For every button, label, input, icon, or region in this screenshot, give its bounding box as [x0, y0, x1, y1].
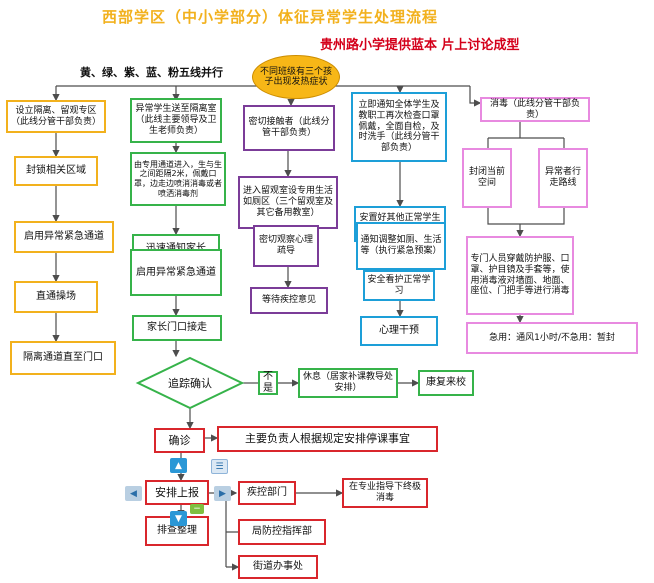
green-step-4: 启用异常紧急通道: [130, 249, 222, 296]
confirm-node: 确诊: [154, 428, 205, 453]
street-office-node: 街道办事处: [238, 555, 318, 579]
yellow-step-4: 直通操场: [14, 281, 98, 313]
pink-step-1: 消毒（此线分管干部负责）: [480, 97, 590, 122]
page-title: 西部学区（中小学部分）体征异常学生处理流程: [101, 8, 438, 26]
purple-step-3: 密切观察心理疏导: [253, 225, 319, 267]
blue-step-3: 通知调整如厕、生活等（执行紧急预案）: [356, 222, 446, 270]
cdc-next-node: 在专业指导下终极消毒: [342, 478, 428, 508]
green-step-1: 异常学生送至隔离室（此线主要领导及卫生老师负责）: [130, 98, 222, 143]
pink-merge: [487, 208, 565, 236]
yellow-step-3: 启用异常紧急通道: [14, 221, 114, 253]
arrange-report-node: 安排上报: [145, 480, 209, 505]
pink-split: [487, 122, 565, 148]
arrow-up-icon[interactable]: ▲: [170, 458, 187, 473]
stop-school-node: 主要负责人根据规定安排停课事宜: [217, 426, 438, 452]
page-subtitle: 贵州路小学提供蓝本 片上讨论成型: [320, 38, 520, 53]
arrow-down-icon[interactable]: ▼: [170, 511, 187, 526]
yellow-step-5: 隔离通道直至门口: [10, 341, 116, 375]
track-diamond: [135, 356, 245, 410]
start-node: 不同班级有三个孩子出现发热症状: [252, 55, 340, 99]
five-lines-label: 黄、绿、紫、蓝、粉五线并行: [80, 66, 223, 79]
blue-step-1: 立即通知全体学生及教职工再次检查口罩佩戴，全面自检，及时洗手（此线分管干部负责）: [351, 92, 447, 162]
cdc-node: 疾控部门: [238, 481, 296, 505]
blue-step-5: 心理干预: [360, 316, 438, 346]
arrow-right-icon[interactable]: ▶: [214, 486, 231, 501]
purple-step-2: 进入留观室设专用生活如厕区（三个留观室及其它备用教室）: [238, 176, 338, 229]
yellow-step-1: 设立隔离、留观专区（此线分管干部负责）: [6, 100, 106, 133]
track-confirm-label: 追踪确认: [168, 377, 212, 390]
bureau-node: 局防控指挥部: [238, 519, 326, 545]
blue-step-4: 安全看护正常学习: [363, 270, 435, 301]
list-icon[interactable]: ☰: [211, 459, 228, 474]
yellow-step-2: 封锁相关区域: [14, 156, 98, 186]
drop-pink: [469, 86, 482, 107]
pink-step-3: 异常者行走路线: [538, 148, 588, 208]
pink-step-2: 封闭当前空间: [462, 148, 512, 208]
arrange-branch: [225, 493, 238, 567]
pink-step-5: 急用：通风1小时/不急用：暂封: [466, 322, 638, 354]
track-no: 不是: [258, 371, 278, 395]
pink-step-4: 专门人员穿戴防护服、口罩、护目镜及手套等，使用消毒液对墙面、地面、座位、门把手等…: [466, 236, 574, 315]
purple-step-1: 密切接触者（此线分管干部负责）: [243, 105, 335, 151]
minus-icon[interactable]: −: [190, 504, 204, 514]
track-recover: 康复来校: [418, 370, 474, 396]
green-step-2: 由专用通道进入，生与生之间距隔2米，佩戴口罩，边走边喷消消毒或者喷洒消毒剂: [130, 152, 226, 206]
green-step-5: 家长门口接走: [132, 315, 222, 341]
purple-step-4: 等待疾控意见: [250, 287, 328, 314]
track-rest: 休息（居家补课教导处安排）: [298, 368, 398, 398]
arrow-left-icon[interactable]: ◀: [125, 486, 142, 501]
